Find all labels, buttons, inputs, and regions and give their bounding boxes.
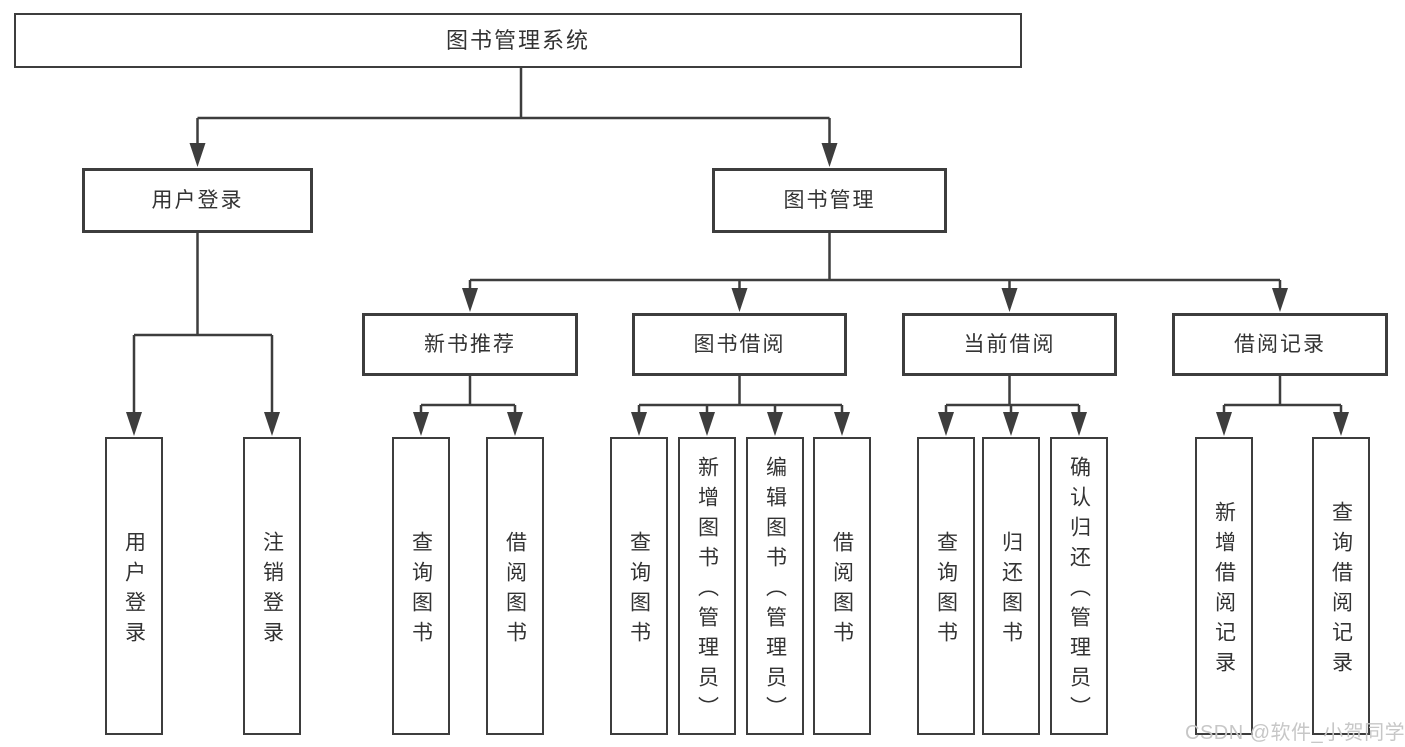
arrowhead <box>126 412 142 436</box>
leaf-label: 编辑图书（管理员） <box>763 455 787 726</box>
csdn-watermark: CSDN @软件_小贺同学 <box>1185 722 1405 744</box>
arrowhead <box>1001 288 1018 312</box>
leaf-return-book: 归还图书 <box>982 437 1040 735</box>
arrowhead <box>767 412 783 436</box>
arrowhead <box>821 143 838 167</box>
leaf-label: 查询图书 <box>934 530 958 651</box>
arrowhead <box>1333 412 1349 436</box>
leaf-add-book-admin: 新增图书（管理员） <box>678 437 736 735</box>
arrowhead <box>631 412 647 436</box>
arrowhead <box>1071 412 1087 436</box>
leaf-label: 查询图书 <box>409 530 433 651</box>
arrowheads <box>126 143 1349 436</box>
leaf-edit-book-admin: 编辑图书（管理员） <box>746 437 804 735</box>
arrowhead <box>1272 288 1288 312</box>
leaf-label: 查询图书 <box>627 530 651 651</box>
node-book-management: 图书管理 <box>712 168 947 233</box>
leaf-label: 借阅图书 <box>503 530 527 651</box>
node-current-borrowing: 当前借阅 <box>902 313 1117 376</box>
leaf-logout: 注销登录 <box>243 437 301 735</box>
leaf-label: 新增图书（管理员） <box>695 455 719 726</box>
leaf-query-borrow-record: 查询借阅记录 <box>1312 437 1370 735</box>
arrowhead <box>834 412 850 436</box>
node-user-login: 用户登录 <box>82 168 313 233</box>
leaf-label: 用户登录 <box>122 530 146 651</box>
leaf-borrow-books-recommend: 借阅图书 <box>486 437 544 735</box>
leaf-label: 注销登录 <box>260 530 284 651</box>
leaf-borrow-books-borrowing: 借阅图书 <box>813 437 871 735</box>
leaf-label: 查询借阅记录 <box>1329 500 1353 681</box>
arrowhead <box>1003 412 1019 436</box>
leaf-query-books-borrowing: 查询图书 <box>610 437 668 735</box>
arrowhead <box>189 143 206 167</box>
leaf-label: 归还图书 <box>999 530 1023 651</box>
arrowhead <box>462 288 478 312</box>
arrowhead <box>507 412 523 436</box>
arrowhead <box>264 412 280 436</box>
leaf-query-books-current: 查询图书 <box>917 437 975 735</box>
leaf-label: 借阅图书 <box>830 530 854 651</box>
leaf-label: 确认归还（管理员） <box>1067 455 1091 726</box>
node-book-borrowing: 图书借阅 <box>632 313 847 376</box>
arrowhead <box>731 288 748 312</box>
node-new-book-recommend: 新书推荐 <box>362 313 578 376</box>
leaf-confirm-return-admin: 确认归还（管理员） <box>1050 437 1108 735</box>
leaf-query-books-recommend: 查询图书 <box>392 437 450 735</box>
leaf-add-borrow-record: 新增借阅记录 <box>1195 437 1253 735</box>
connector-path <box>132 68 1343 418</box>
node-borrowing-records: 借阅记录 <box>1172 313 1388 376</box>
leaf-user-login: 用户登录 <box>105 437 163 735</box>
arrowhead <box>413 412 429 436</box>
node-library-management-system: 图书管理系统 <box>14 13 1022 68</box>
leaf-label: 新增借阅记录 <box>1212 500 1236 681</box>
arrowhead <box>1216 412 1232 436</box>
arrowhead <box>699 412 715 436</box>
arrowhead <box>938 412 954 436</box>
